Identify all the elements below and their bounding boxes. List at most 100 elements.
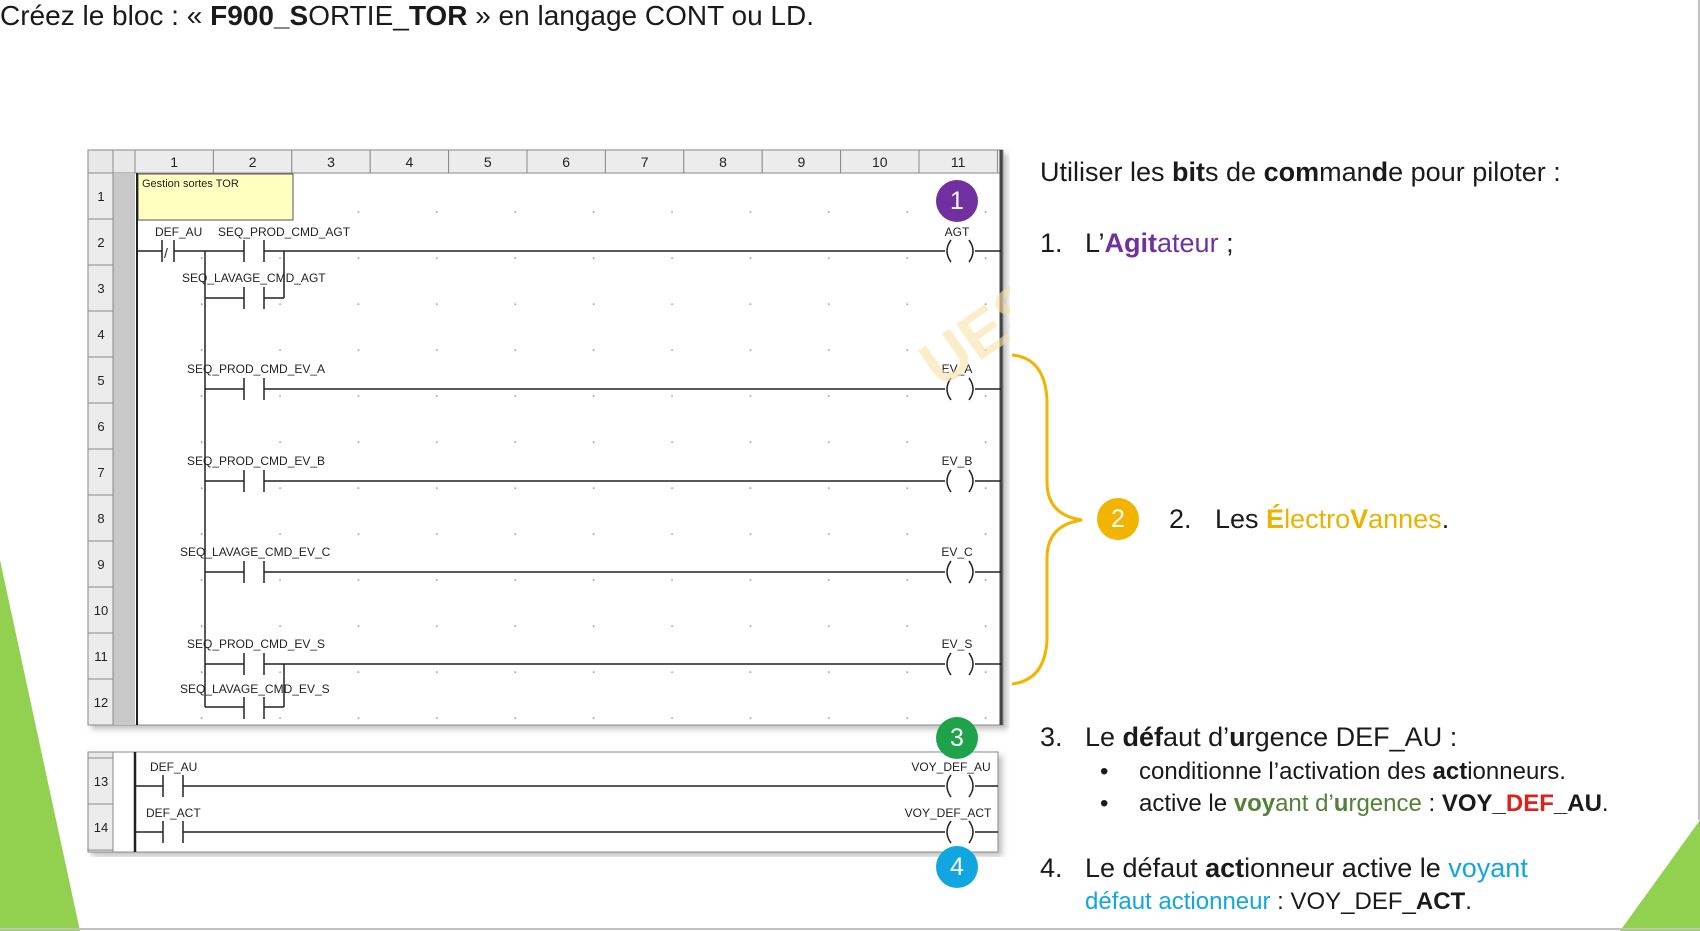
grid-dot — [514, 579, 517, 581]
row-header-cell — [87, 310, 114, 358]
label-agt: AGT — [945, 225, 970, 239]
grid-dot — [435, 717, 438, 719]
coil-voy-def-au — [946, 774, 952, 798]
grid-dot — [984, 395, 987, 397]
row-header-label: 1 — [97, 189, 104, 204]
grid-dot — [435, 533, 438, 535]
grid-dot — [279, 579, 281, 581]
grid-dot — [514, 671, 517, 673]
row-header-cell-lower — [87, 757, 114, 805]
grid-dot — [592, 349, 595, 351]
grid-dot — [592, 579, 595, 581]
label-ev-c: EV_C — [941, 545, 973, 559]
item-3-bullet-1-marker: • — [1100, 758, 1109, 785]
grid-dot — [749, 671, 752, 673]
green-triangle-right — [1620, 820, 1700, 931]
grid-dot — [984, 717, 987, 719]
column-header-label: 5 — [484, 154, 492, 170]
grid-dot — [984, 303, 987, 305]
badge-3: 3 — [936, 717, 978, 759]
rung-ev-c: SEQ_LAVAGE_CMD_EV_C EV_C — [180, 545, 1001, 584]
grid-dot — [827, 211, 830, 214]
grid-dot — [984, 441, 987, 443]
item-4-number: 4. — [1040, 853, 1063, 883]
badge-1: 1 — [936, 180, 978, 222]
grid-dot — [671, 579, 673, 581]
grid-dot — [357, 303, 360, 305]
item-4-text-line-1: Le défaut actionneur active le voyant — [1085, 853, 1528, 883]
row-header-cell — [87, 218, 114, 266]
grid-dot — [279, 395, 281, 397]
grid-dot — [514, 533, 517, 535]
grid-dot — [279, 625, 281, 627]
row-headers-lower: 13 14 — [87, 757, 114, 851]
slide-title: Créez le bloc : « F900_SORTIE_TOR » en l… — [0, 0, 815, 31]
grid-dot — [200, 303, 203, 305]
grid-dot — [200, 533, 203, 535]
item-3-bullet-1-text: conditionne l’activation des actionneurs… — [1139, 758, 1566, 785]
grid-dot — [906, 349, 909, 351]
grid-dot — [592, 487, 595, 489]
row-header-label-lower: 14 — [94, 820, 108, 835]
badge-2: 2 — [1097, 498, 1139, 540]
row-header-label: 11 — [94, 649, 108, 664]
grid-dot — [435, 211, 438, 214]
label-voy-def-act: VOY_DEF_ACT — [905, 806, 992, 820]
item-3-number: 3. — [1040, 722, 1063, 752]
grid-dot — [984, 579, 987, 581]
grid-dot — [592, 671, 595, 673]
grid-dot — [671, 257, 673, 259]
grid-dot — [357, 441, 360, 443]
grid-dot — [279, 717, 281, 719]
grid-dot — [906, 441, 909, 443]
grid-dot — [279, 303, 281, 305]
label-seq-prod-cmd-ev-b: SEQ_PROD_CMD_EV_B — [187, 454, 325, 468]
label-ev-s: EV_S — [942, 637, 973, 651]
column-header-label: 7 — [641, 154, 649, 170]
coil-voy-def-act — [946, 820, 952, 844]
label-seq-lavage-cmd-ev-c: SEQ_LAVAGE_CMD_EV_C — [180, 545, 331, 559]
grid-dot — [200, 671, 203, 673]
grid-dot — [200, 717, 203, 719]
grid-dot — [435, 579, 438, 581]
grid-dot — [514, 487, 517, 489]
grid-dot — [906, 579, 909, 581]
label-ev-b: EV_B — [942, 454, 973, 468]
grid-dot — [200, 625, 203, 627]
grid-dot — [906, 625, 909, 627]
item-3-text: Le défaut d’urgence DEF_AU : — [1085, 722, 1458, 752]
coil-ev-c — [946, 560, 952, 584]
grid-dot — [592, 717, 595, 719]
rung-ev-a: SEQ_PROD_CMD_EV_A EV_A — [187, 362, 1001, 401]
item-1-text: L’Agitateur ; — [1085, 228, 1234, 258]
grid-dot — [357, 487, 360, 489]
coil-ev-s — [946, 652, 952, 676]
grid-dot — [592, 211, 595, 214]
row-header-label-lower: 13 — [94, 774, 108, 789]
item-4-text-line-2: défaut actionneur : VOY_DEF_ACT. — [1085, 888, 1472, 915]
grid-dot — [671, 625, 673, 627]
grid-dot — [906, 257, 909, 259]
grid-dot — [592, 533, 595, 535]
label-ev-a: EV_A — [942, 362, 973, 376]
grid-dot — [906, 395, 909, 397]
grid-dots — [200, 211, 987, 719]
grid-dot — [592, 395, 595, 397]
row-header-label: 2 — [97, 235, 104, 250]
grid-dot — [827, 257, 830, 259]
grid-dot — [514, 349, 517, 351]
grid-dot — [357, 533, 360, 535]
label-def-au: DEF_AU — [155, 225, 202, 239]
grid-dot — [827, 487, 830, 489]
grid-dot — [357, 395, 360, 397]
grid-dot — [671, 395, 673, 397]
row-header-label: 7 — [97, 465, 104, 480]
item-2-number: 2. — [1169, 504, 1192, 534]
grid-dot — [357, 211, 360, 214]
row-header-label: 3 — [97, 281, 104, 296]
grid-dot — [200, 349, 203, 351]
nc-slash: / — [164, 245, 168, 261]
row-header-cell-lower — [87, 803, 114, 851]
grid-dot — [827, 349, 830, 351]
grid-dot — [357, 349, 360, 351]
